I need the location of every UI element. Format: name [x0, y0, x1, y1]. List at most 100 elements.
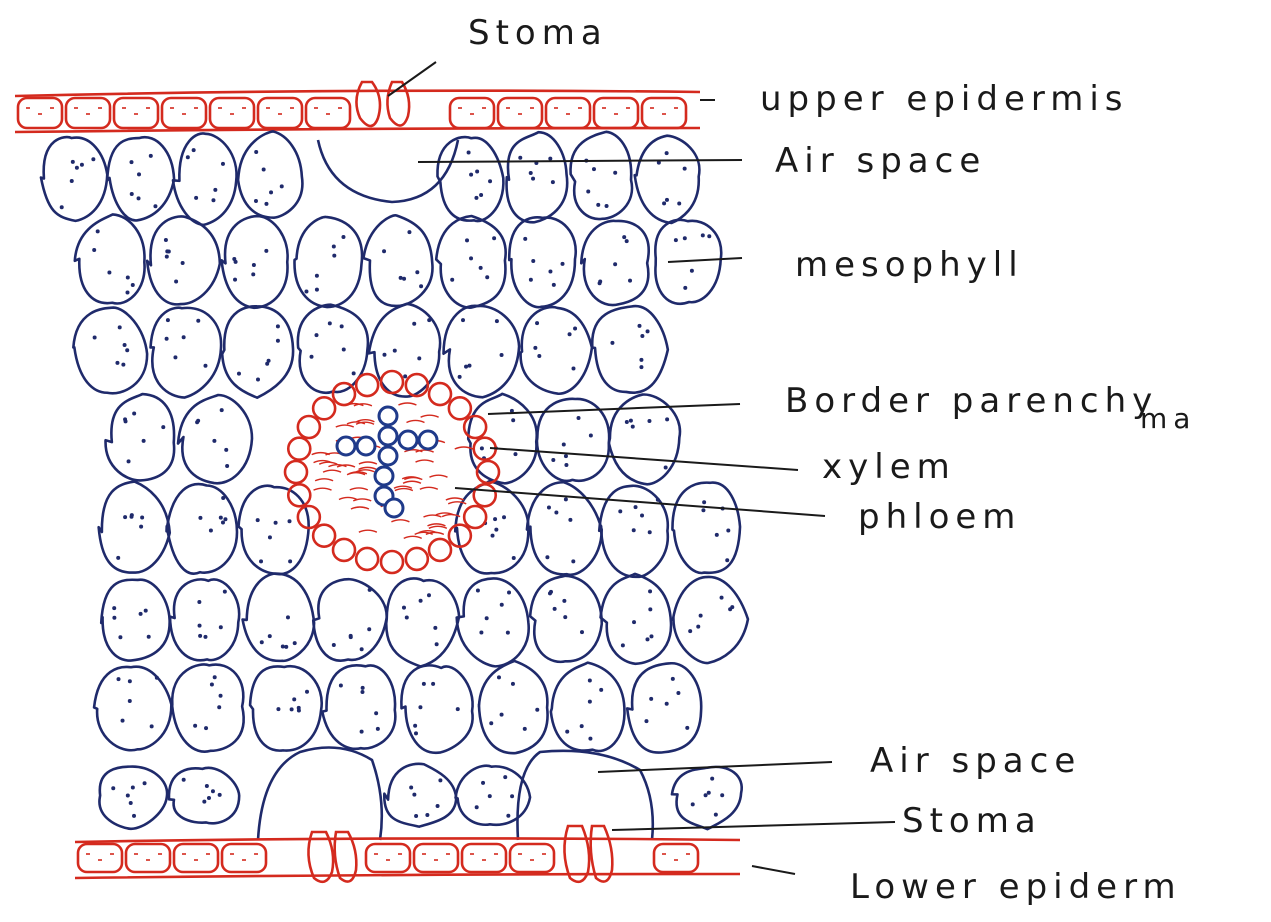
chloroplast [461, 318, 465, 322]
chloroplast [276, 707, 280, 711]
mesophyll-cell [457, 578, 529, 666]
chloroplast [665, 417, 669, 421]
chloroplast [469, 256, 473, 260]
chloroplast [458, 375, 462, 379]
chloroplast [502, 515, 506, 519]
chloroplast [500, 713, 504, 717]
mesophyll-cell [173, 133, 237, 224]
chloroplast [315, 333, 319, 337]
chloroplast [481, 781, 485, 785]
phloem-cell [398, 403, 416, 405]
chloroplast [139, 525, 143, 529]
chloroplast [469, 173, 473, 177]
chloroplast [340, 324, 344, 328]
chloroplast [123, 515, 127, 519]
epidermal-cell [462, 844, 506, 872]
chloroplast [315, 274, 319, 278]
chloroplast [341, 235, 345, 239]
chloroplast [665, 198, 669, 202]
chloroplast [186, 155, 190, 159]
phloem-cell [429, 475, 447, 477]
epidermal-cell [126, 844, 170, 872]
chloroplast [476, 589, 480, 593]
chloroplast [648, 589, 652, 593]
chloroplast [129, 801, 133, 805]
mesophyll-cell [41, 137, 107, 221]
chloroplast [128, 699, 132, 703]
chloroplast [198, 624, 202, 628]
chloroplast [564, 497, 568, 501]
xylem-vessel [357, 437, 375, 455]
chloroplast [599, 688, 603, 692]
chloroplast [683, 236, 687, 240]
mesophyll-cell [75, 214, 145, 303]
chloroplast [288, 559, 292, 563]
chloroplast [475, 169, 479, 173]
chloroplast [209, 528, 213, 532]
border-parenchyma-cell [333, 383, 355, 405]
label-border-parenchyma: Border parenchy [785, 381, 1158, 421]
chloroplast [203, 364, 207, 368]
chloroplast [562, 443, 566, 447]
chloroplast [150, 724, 154, 728]
chloroplast [254, 150, 258, 154]
chloroplast [221, 496, 225, 500]
vascular-bundle [285, 371, 499, 573]
chloroplast [728, 607, 732, 611]
mesophyll-cell [386, 578, 459, 666]
chloroplast [234, 260, 238, 264]
chloroplast [70, 179, 74, 183]
border-parenchyma-cell [288, 438, 310, 460]
chloroplast [221, 162, 225, 166]
chloroplast [132, 412, 136, 416]
chloroplast [305, 690, 309, 694]
mesophyll-cell [313, 579, 386, 660]
chloroplast [339, 683, 343, 687]
chloroplast [435, 642, 439, 646]
chloroplast [500, 603, 504, 607]
chloroplast [511, 682, 515, 686]
chloroplast [649, 634, 653, 638]
epidermal-cell [306, 98, 350, 128]
chloroplast [140, 516, 144, 520]
mesophyll-cell [250, 666, 322, 750]
chloroplast [646, 329, 650, 333]
epidermal-cell [498, 98, 542, 128]
chloroplast [710, 777, 714, 781]
chloroplast [121, 719, 125, 723]
chloroplast [564, 463, 568, 467]
chloroplast [196, 319, 200, 323]
chloroplast [431, 682, 435, 686]
chloroplast [720, 793, 724, 797]
chloroplast [645, 637, 649, 641]
chloroplast [647, 419, 651, 423]
chloroplast [210, 683, 214, 687]
xylem-vessel [337, 437, 355, 455]
chloroplast [220, 408, 224, 412]
chloroplast [510, 794, 514, 798]
phloem-cell [350, 488, 368, 490]
chloroplast [161, 425, 165, 429]
chloroplast [223, 590, 227, 594]
mesophyll-cell [243, 574, 315, 661]
chloroplast [367, 627, 371, 631]
chloroplast [126, 275, 130, 279]
chloroplast [412, 322, 416, 326]
chloroplast [281, 645, 285, 649]
phloem-cell [421, 415, 439, 417]
chloroplast [413, 724, 417, 728]
mesophyll-cell [322, 665, 395, 748]
chloroplast [144, 609, 148, 613]
mesophyll-cell [521, 307, 592, 394]
chloroplast [588, 737, 592, 741]
chloroplast [485, 275, 489, 279]
phloem-cell [403, 481, 421, 483]
chloroplast [414, 731, 418, 735]
chloroplast [125, 348, 129, 352]
chloroplast [493, 517, 497, 521]
chloroplast [304, 289, 308, 293]
chloroplast [132, 814, 136, 818]
chloroplast [464, 365, 468, 369]
chloroplast [523, 237, 527, 241]
chloroplast [75, 166, 79, 170]
